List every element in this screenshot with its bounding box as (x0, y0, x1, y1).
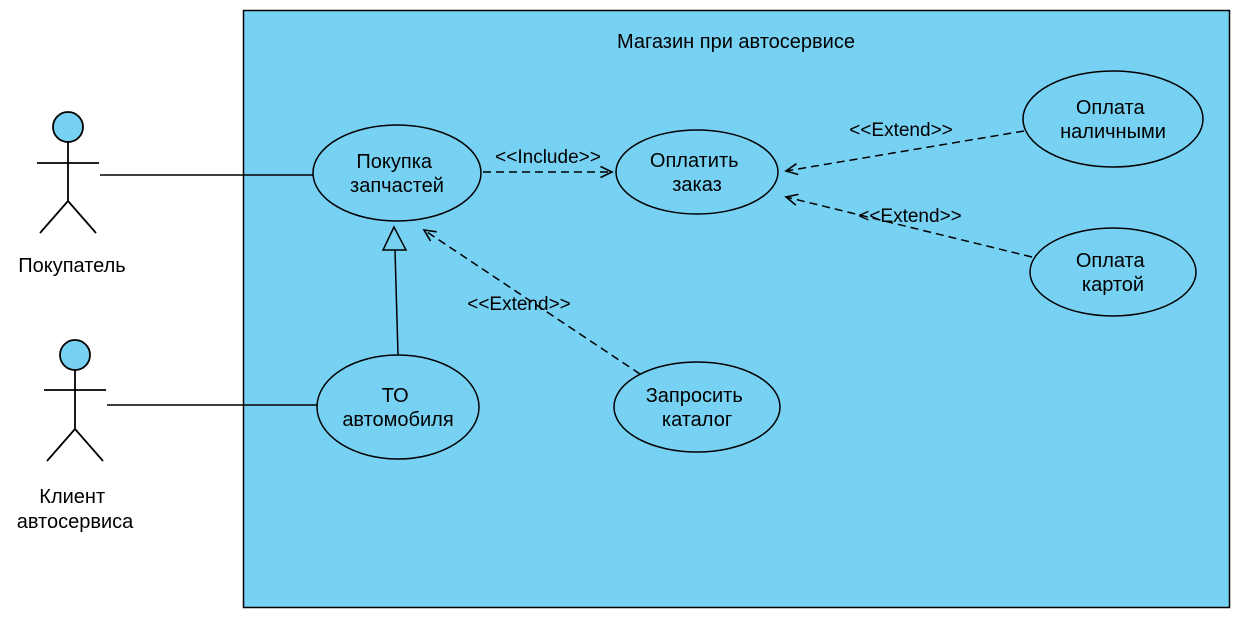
usecase-car-maintenance: ТО автомобиля (316, 354, 480, 460)
actor-service-client-head-icon (59, 339, 91, 371)
usecase-pay-order-label: Оплатить заказ (650, 150, 744, 196)
relation-extend-pay-cash-pay-order: <<Extend>> (784, 120, 1025, 176)
include-label: <<Include>> (495, 147, 601, 168)
usecase-pay-cash-label: Оплата наличными (1060, 97, 1166, 143)
relation-extend-request-catalog-buy-parts: <<Extend>> (422, 228, 641, 375)
usecase-pay-card-shape (1029, 227, 1197, 317)
actor-buyer-head-icon (52, 111, 84, 143)
usecase-pay-cash-shape (1022, 70, 1204, 168)
usecase-buy-parts-label: Покупка запчастей (350, 151, 444, 197)
actor-service-client-label: Клиент автосервиса (17, 486, 134, 533)
generalization-car-maintenance-buy-parts (381, 225, 408, 356)
actor-buyer: Покупатель (18, 111, 126, 277)
usecase-pay-cash: Оплата наличными (1022, 70, 1204, 168)
usecase-request-catalog: Запросить каталог (613, 361, 781, 453)
usecase-pay-card-label: Оплата картой (1076, 250, 1150, 296)
usecase-pay-order-shape (615, 129, 779, 215)
usecase-pay-order: Оплатить заказ (615, 129, 779, 215)
actor-service-client: Клиент автосервиса (17, 339, 134, 533)
usecase-pay-card: Оплата картой (1029, 227, 1197, 317)
usecase-request-catalog-label: Запросить каталог (646, 385, 749, 431)
extend-label: <<Extend>> (849, 120, 953, 141)
usecase-request-catalog-shape (613, 361, 781, 453)
usecase-car-maintenance-shape (316, 354, 480, 460)
relation-include-buy-parts-pay-order: <<Include>> (483, 147, 614, 179)
actor-service-client-leg-right (74, 428, 104, 462)
relation-extend-pay-card-pay-order: <<Extend>> (784, 193, 1033, 258)
actor-buyer-leg-right (67, 200, 97, 234)
extend-label: <<Extend>> (858, 206, 962, 227)
actor-service-client-leg-left (46, 428, 76, 462)
generalization-line (394, 249, 399, 356)
generalization-triangle-icon (381, 225, 408, 251)
actor-buyer-leg-left (39, 200, 69, 234)
system-title: Магазин при автосервисе (617, 31, 855, 53)
usecase-buy-parts-shape (312, 124, 482, 222)
actor-buyer-label: Покупатель (18, 255, 125, 277)
extend-arrow (784, 130, 1025, 176)
extend-arrow (422, 228, 641, 375)
usecase-buy-parts: Покупка запчастей (312, 124, 482, 222)
extend-arrow (784, 193, 1033, 258)
usecase-car-maintenance-label: ТО автомобиля (342, 385, 453, 431)
extend-label: <<Extend>> (467, 294, 571, 315)
